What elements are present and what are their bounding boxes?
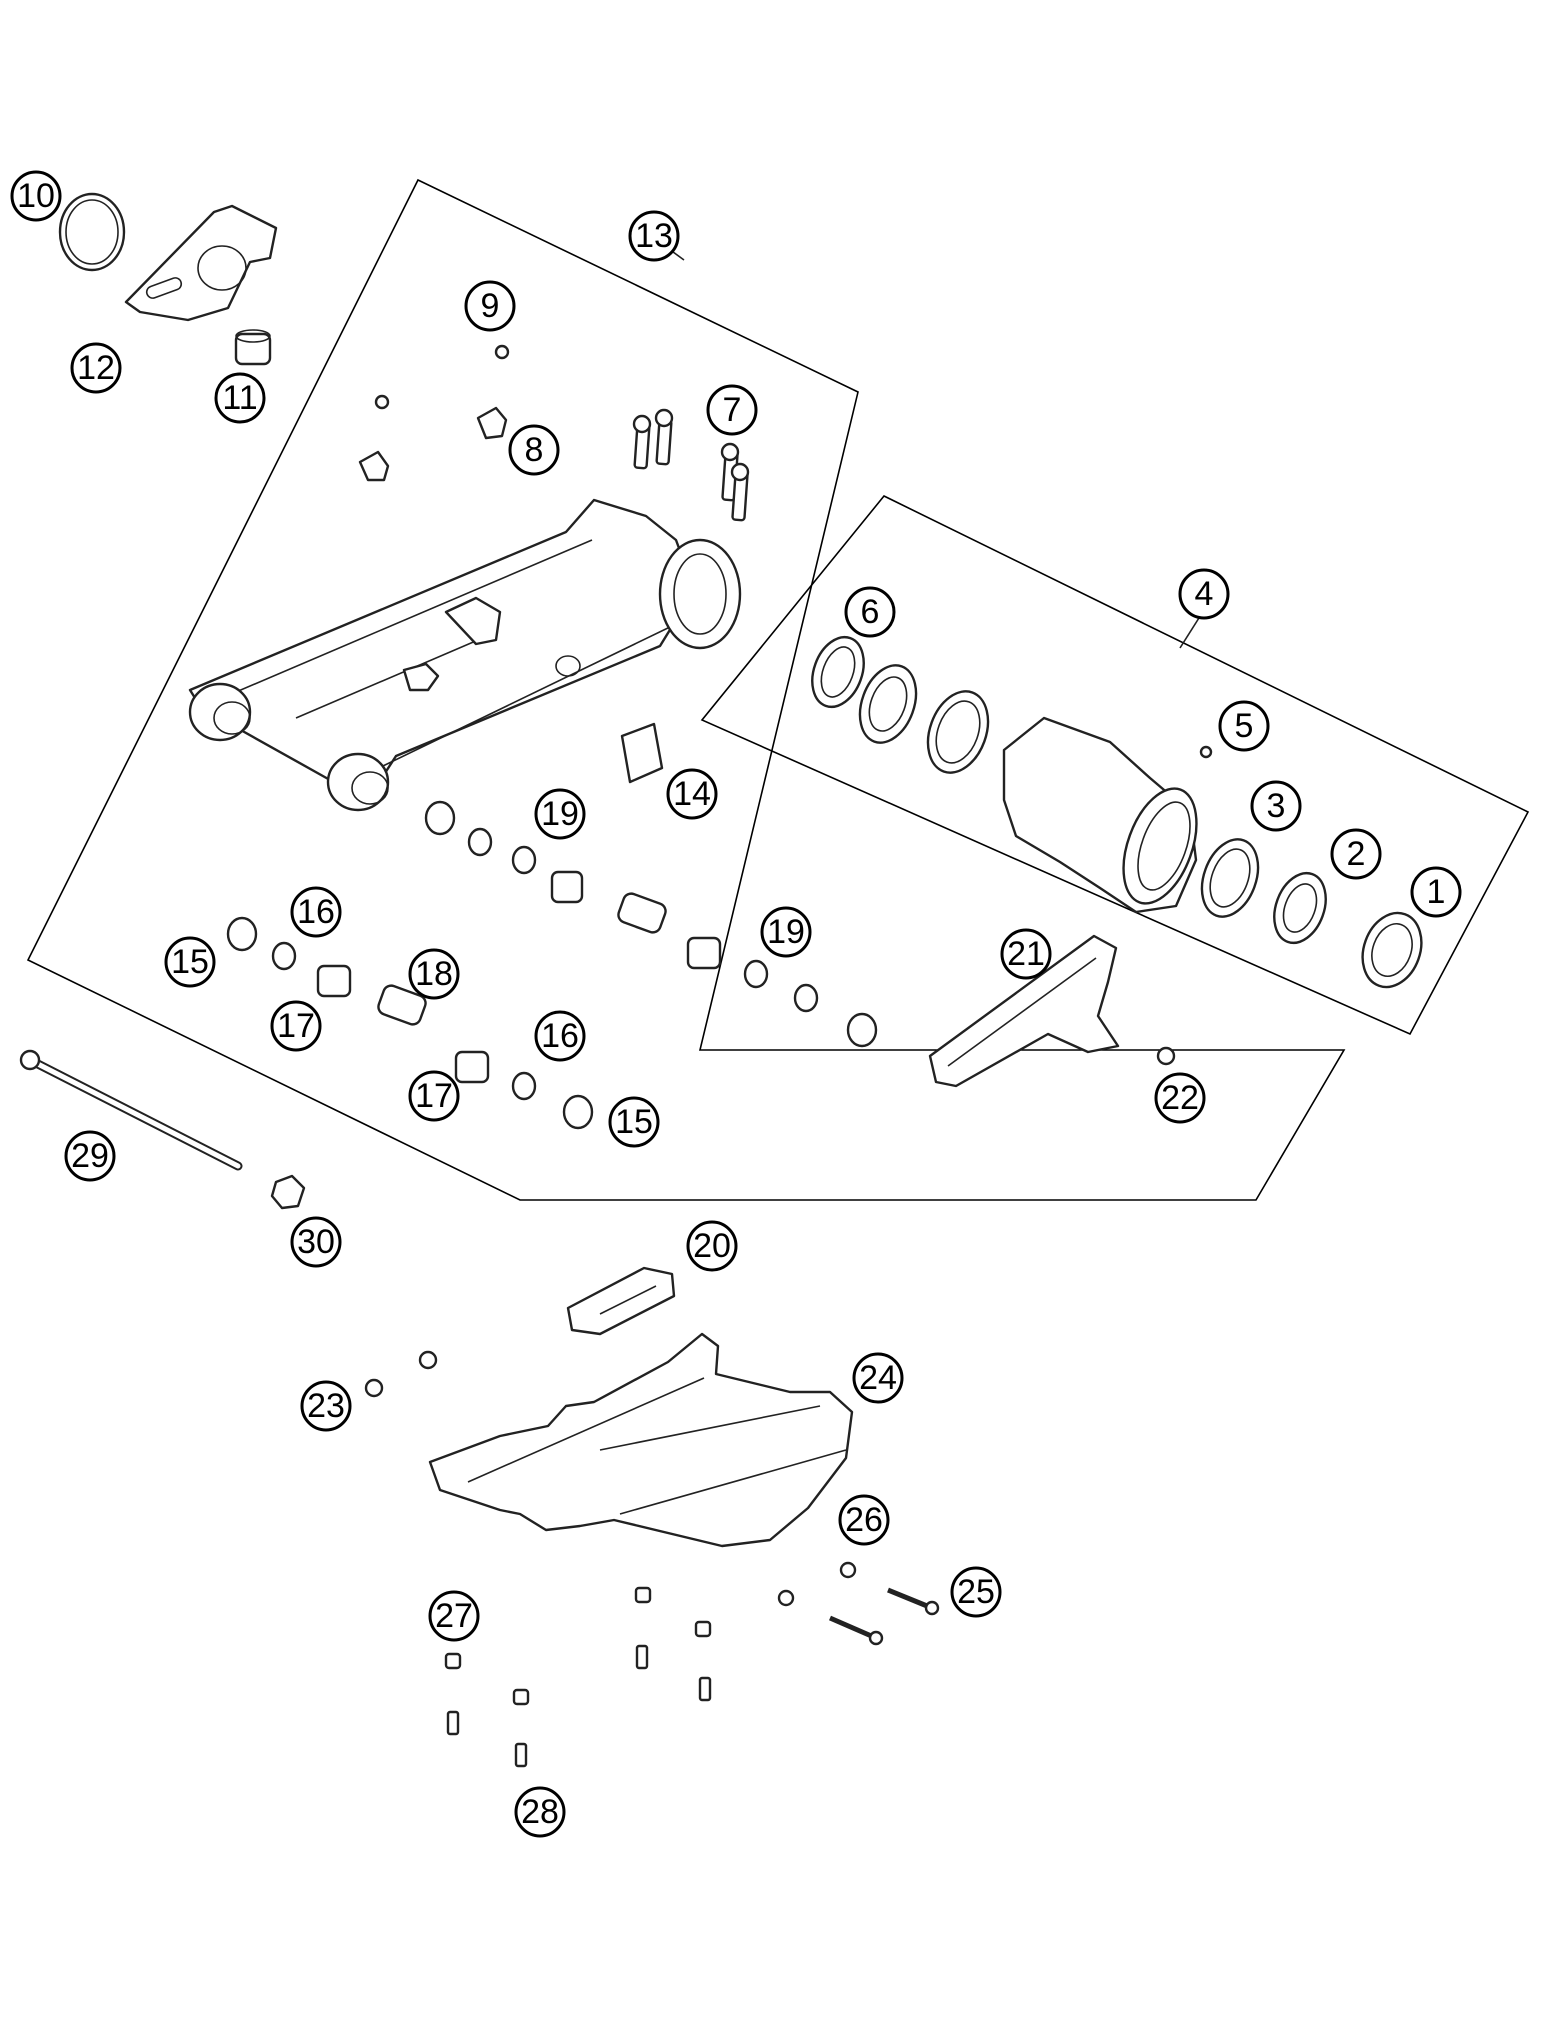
callout-25-text: 25 [957,1573,995,1611]
callout-8-text: 8 [525,431,544,469]
callout-20-text: 20 [693,1227,731,1265]
chain-guide-part [928,934,1120,1088]
callout-15b: 15 [608,1096,660,1148]
callout-7: 7 [706,384,758,436]
callout-26: 26 [838,1494,890,1546]
pivot-housing-part [1002,716,1213,914]
callout-2-text: 2 [1347,835,1366,873]
callout-5-text: 5 [1235,707,1254,745]
callout-16b-text: 16 [541,1017,579,1055]
callout-20: 20 [686,1220,738,1272]
callout-16a-text: 16 [297,893,335,931]
axle-part [19,1049,243,1171]
callout-9: 9 [464,280,516,332]
callout-17b-text: 17 [415,1077,453,1115]
bush-part [234,329,272,366]
callout-2: 2 [1330,828,1382,880]
callout-14: 14 [666,768,718,820]
callout-22-text: 22 [1161,1079,1199,1117]
bolts-part [632,408,750,522]
callout-24-text: 24 [859,1359,897,1397]
callout-23: 23 [300,1380,352,1432]
skid-plate-part [428,1332,854,1548]
callout-17a-text: 17 [277,1007,315,1045]
callout-10: 10 [10,170,62,222]
swingarm-group-frame [26,178,1346,1201]
callout-5: 5 [1218,700,1270,752]
callout-19a: 19 [534,788,586,840]
callout-12-text: 12 [77,349,115,387]
bushings-row-part [226,800,878,1130]
callout-9-text: 9 [481,287,500,325]
race-3-part [1200,838,1260,918]
callout-1-text: 1 [1427,873,1446,911]
callout-6: 6 [844,586,896,638]
callout-19a-text: 19 [541,795,579,833]
bearing-group-frame [700,495,1530,1036]
nut-part [270,1174,306,1210]
circlip-ring-part [58,192,126,272]
callout-4: 4 [1178,568,1230,620]
callout-13: 13 [628,210,680,262]
callout-11: 11 [214,372,266,424]
callout-22: 22 [1154,1072,1206,1124]
callout-16b: 16 [534,1010,586,1062]
callout-17a: 17 [270,1000,322,1052]
callout-7-text: 7 [723,391,742,429]
callout-21-text: 21 [1007,935,1045,973]
seal-6-part [811,635,865,709]
callout-14-text: 14 [673,775,711,813]
pad-part [566,1266,676,1336]
sticker-part [620,722,664,784]
callout-23-text: 23 [307,1387,345,1425]
callout-18-text: 18 [415,955,453,993]
callout-25: 25 [950,1566,1002,1618]
callout-16a: 16 [290,886,342,938]
callout-28: 28 [514,1786,566,1838]
callout-21: 21 [1000,928,1052,980]
callout-19b: 19 [760,906,812,958]
bolts-25-part [829,1587,940,1646]
callout-3: 3 [1250,780,1302,832]
race-part [926,690,990,774]
swingarm-part [188,498,742,812]
clamps-part [358,406,508,482]
screws-28-part [446,1644,712,1768]
callout-11-text: 11 [222,379,257,417]
callout-27: 27 [428,1590,480,1642]
callout-19b-text: 19 [767,913,805,951]
grommets-27-part [444,1586,712,1706]
bearing-6b-part [858,664,918,744]
callout-30-text: 30 [297,1223,335,1261]
callout-3-text: 3 [1267,787,1286,825]
callout-15b-text: 15 [615,1103,653,1141]
seal-1-part [1361,911,1423,989]
callout-6-text: 6 [861,593,880,631]
callout-12: 12 [70,342,122,394]
callout-1: 1 [1410,866,1462,918]
callout-18: 18 [408,948,460,1000]
callout-30: 30 [290,1216,342,1268]
callout-28-text: 28 [521,1793,559,1831]
screw-22-part [1156,1046,1176,1066]
callout-29-text: 29 [71,1137,109,1175]
callout-15a: 15 [164,936,216,988]
callout-24: 24 [852,1352,904,1404]
callout-4-text: 4 [1195,575,1214,613]
callout-27-text: 27 [435,1597,473,1635]
washers-26-part [777,1561,857,1607]
callout-13-text: 13 [635,217,673,255]
callout-15a-text: 15 [171,943,209,981]
callout-29: 29 [64,1130,116,1182]
callout-26-text: 26 [845,1501,883,1539]
bearing-2-part [1273,871,1327,945]
nuts-23-part [364,1350,438,1398]
callout-10-text: 10 [17,177,55,215]
mount-plate-part [124,204,278,322]
callout-17b: 17 [408,1070,460,1122]
callout-8: 8 [508,424,560,476]
screws-part [374,344,510,410]
